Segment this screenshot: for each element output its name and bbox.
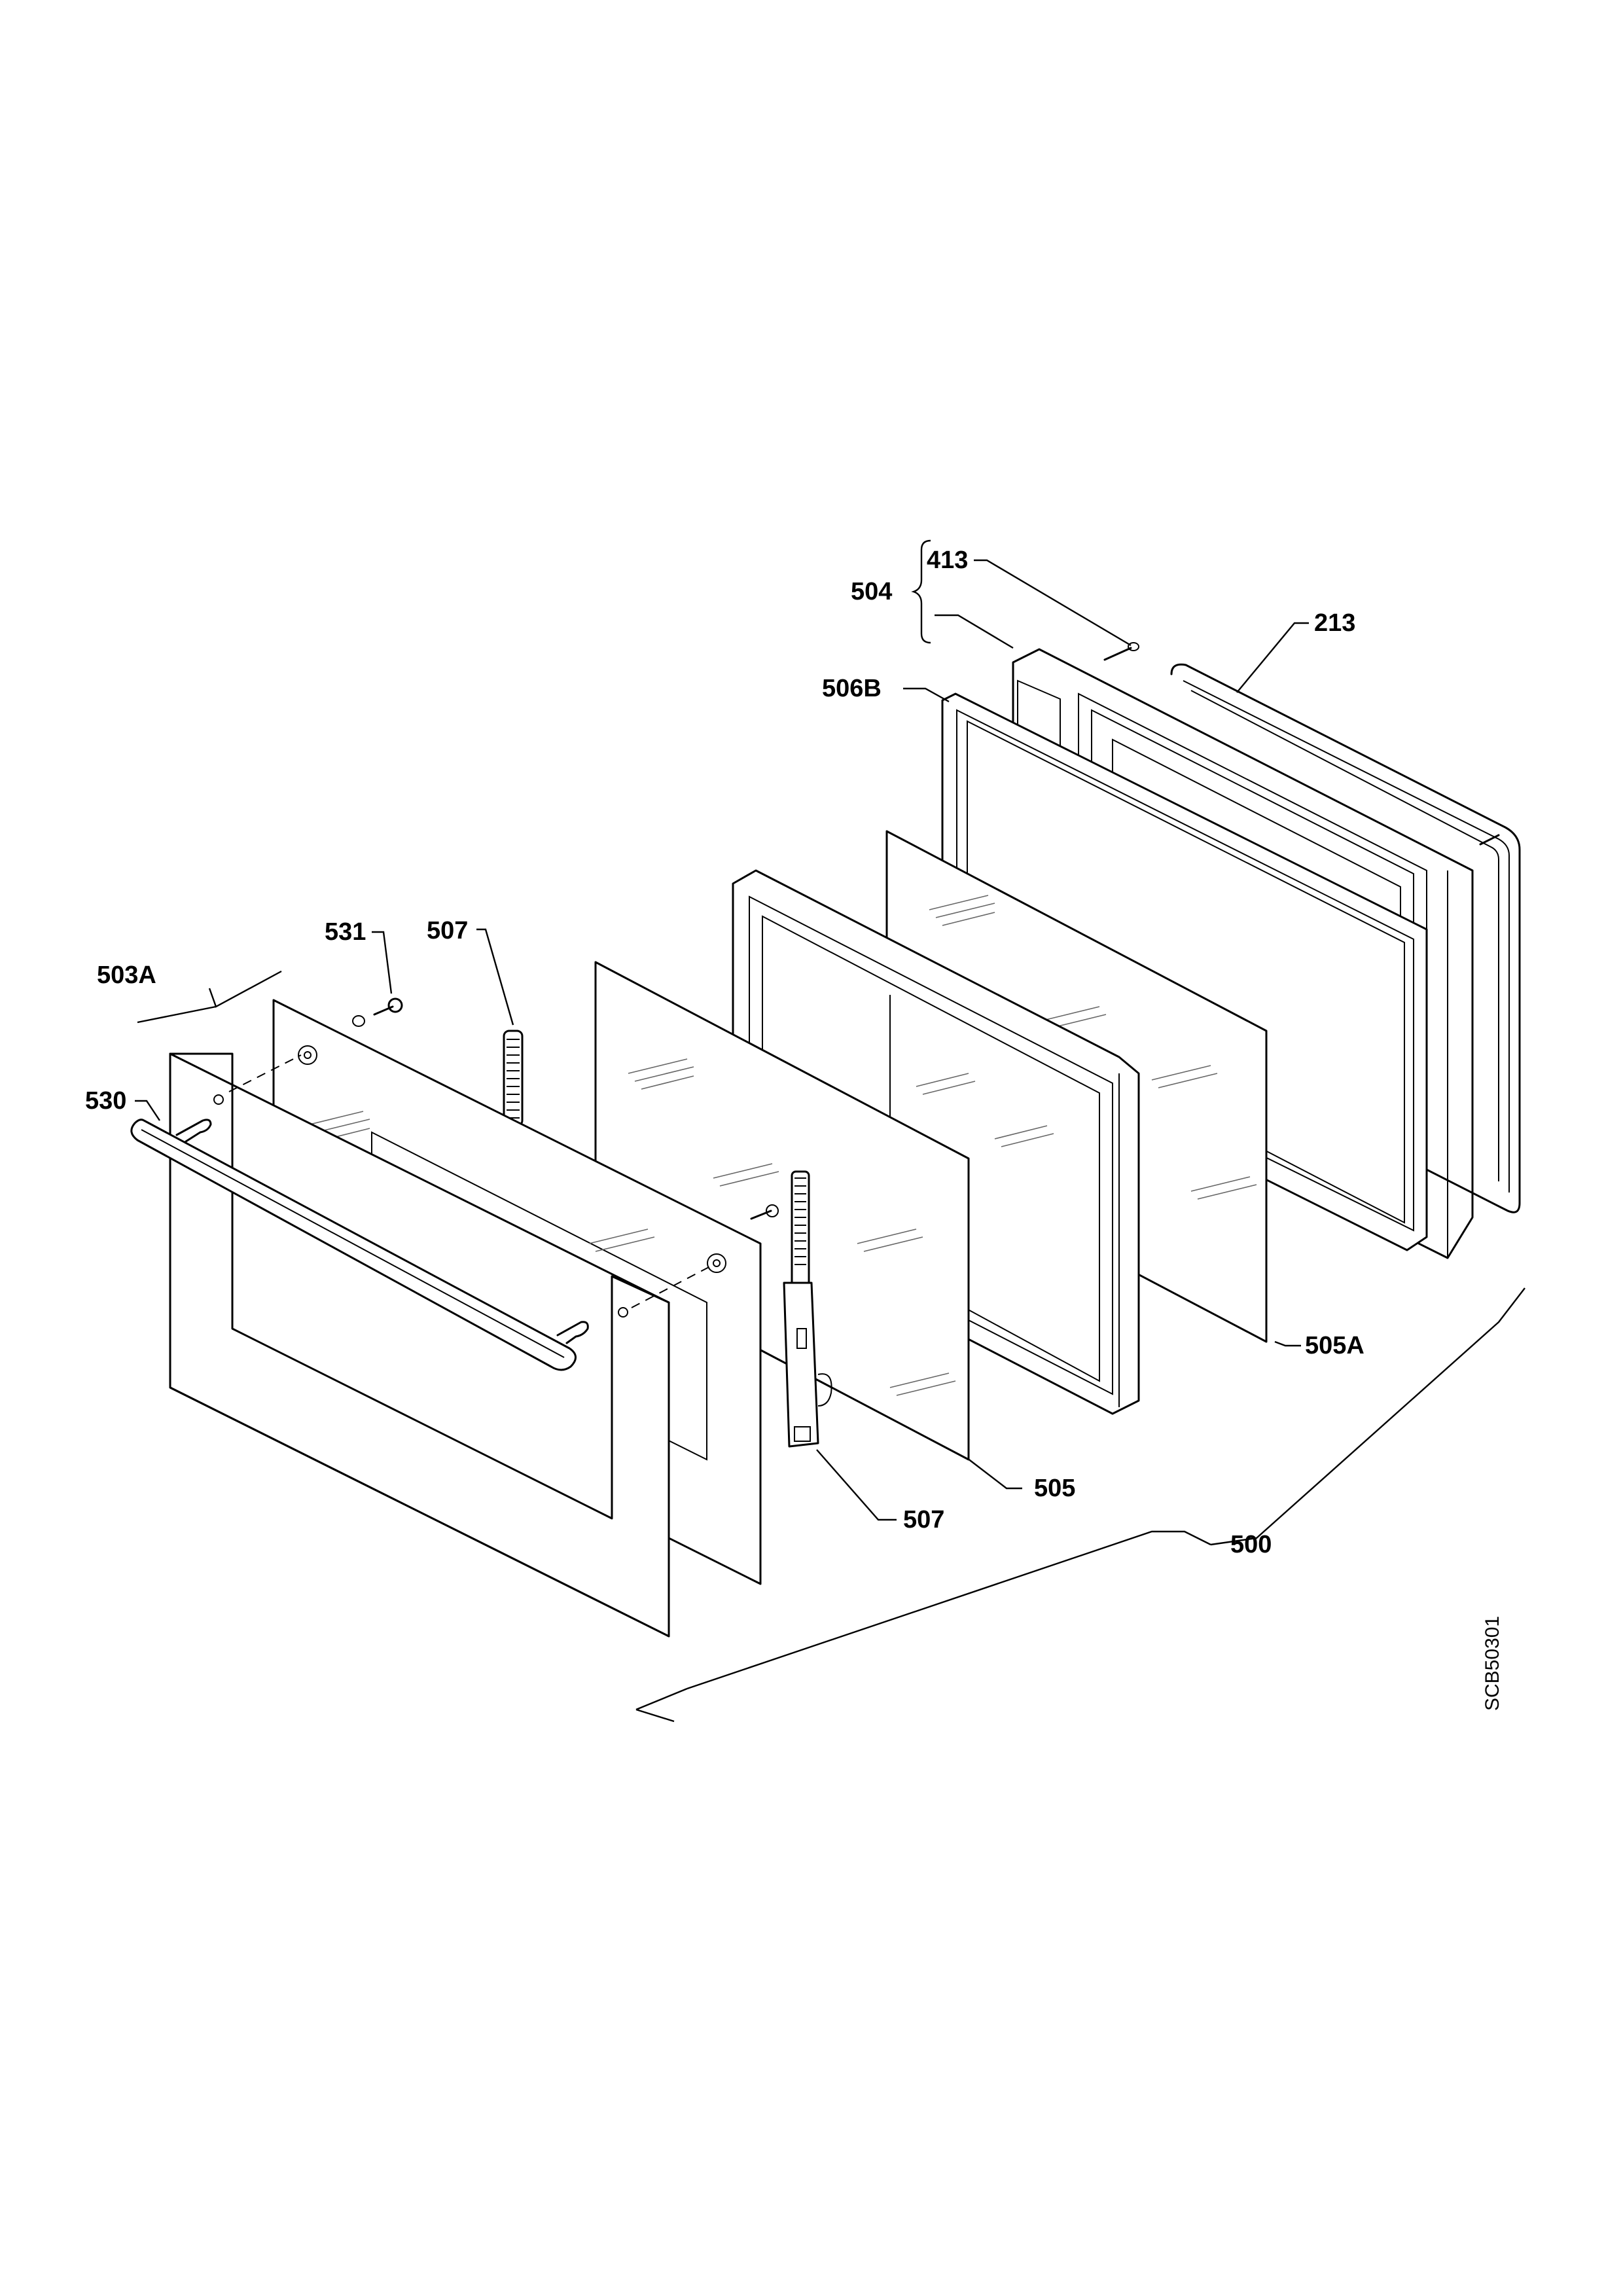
- label-505: 505: [1034, 1475, 1075, 1502]
- label-500: 500: [1230, 1531, 1272, 1558]
- door-handle-530: [130, 1119, 589, 1371]
- screw-413: [1103, 642, 1139, 661]
- label-530: 530: [85, 1087, 126, 1115]
- label-213: 213: [1314, 609, 1355, 637]
- door-gasket-213: [1170, 663, 1521, 1213]
- leader-lines: [135, 559, 1525, 1723]
- label-507-bottom: 507: [903, 1506, 944, 1534]
- label-503A: 503A: [97, 961, 156, 989]
- label-413: 413: [927, 547, 968, 574]
- hinge-lower-507: [750, 1170, 832, 1448]
- drawing-code: SCB50301: [1482, 1616, 1503, 1711]
- screw-531: [352, 997, 403, 1027]
- outer-door-frame: [169, 1052, 711, 1638]
- label-506B: 506B: [822, 675, 882, 702]
- label-507-top: 507: [427, 917, 468, 944]
- brace-504: [911, 539, 931, 644]
- label-531: 531: [325, 918, 366, 946]
- label-504: 504: [851, 578, 892, 605]
- label-505A: 505A: [1305, 1332, 1364, 1359]
- hinge-upper-507: [503, 1030, 524, 1127]
